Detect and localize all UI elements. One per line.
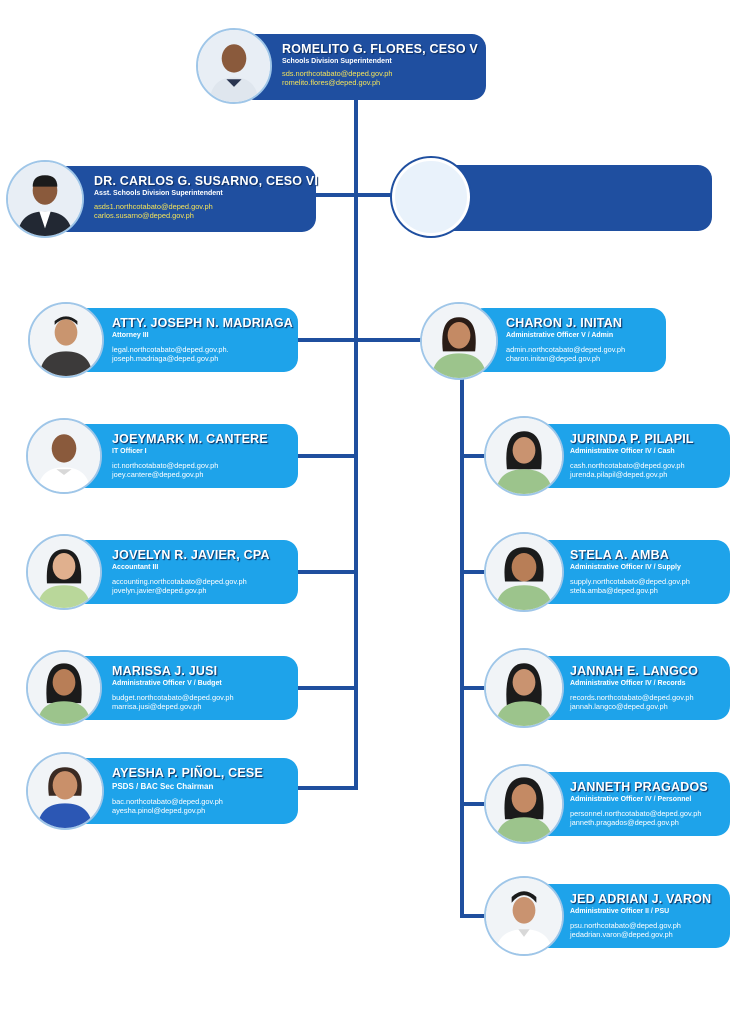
email-office: psu.northcotabato@deped.gov.ph <box>570 921 681 930</box>
email-office: budget.northcotabato@deped.gov.ph <box>112 693 234 702</box>
vacant-position-card <box>428 165 712 231</box>
staff-photo-javier <box>26 534 102 610</box>
staff-photo-madriaga <box>28 302 104 378</box>
connector-admin1 <box>460 454 488 458</box>
email-office: accounting.northcotabato@deped.gov.ph <box>112 577 247 586</box>
person-position: Accountant III <box>112 564 159 571</box>
email-personal: romelito.flores@deped.gov.ph <box>282 78 381 87</box>
email-office: bac.northcotabato@deped.gov.ph <box>112 797 223 806</box>
staff-photo-pinol <box>26 752 104 830</box>
connector-asds <box>290 193 410 197</box>
email-office: asds1.northcotabato@deped.gov.ph <box>94 202 213 211</box>
admin-vertical-connector <box>460 378 464 918</box>
admin-staff-card-varon: JED ADRIAN J. VARON Administrative Offic… <box>528 884 730 948</box>
person-name: JANNETH PRAGADOS <box>570 780 708 794</box>
person-position: Schools Division Superintendent <box>282 58 392 65</box>
connector-admin5 <box>460 914 488 918</box>
main-vertical-connector <box>354 95 358 790</box>
staff-photo-jusi <box>26 650 102 726</box>
email-personal: carlos.susarno@deped.gov.ph <box>94 211 194 220</box>
person-name: ATTY. JOSEPH N. MADRIAGA <box>112 316 293 330</box>
person-position: Administrative Officer IV / Cash <box>570 448 675 455</box>
person-position: Administrative Officer IV / Personnel <box>570 796 692 803</box>
connector-row5 <box>296 786 358 790</box>
person-position: Administrative Officer IV / Supply <box>570 564 681 571</box>
staff-card-javier: JOVELYN R. JAVIER, CPA Accountant III ac… <box>62 540 298 604</box>
person-name: JURINDA P. PILAPIL <box>570 432 694 446</box>
superintendent-card: ROMELITO G. FLORES, CESO V Schools Divis… <box>240 34 486 100</box>
person-position: IT Officer I <box>112 448 147 455</box>
email-personal: ayesha.pinol@deped.gov.ph <box>112 806 206 815</box>
email-personal: jurenda.pilapil@deped.gov.ph <box>570 470 668 479</box>
superintendent-photo <box>196 28 272 104</box>
person-name: JED ADRIAN J. VARON <box>570 892 712 906</box>
staff-card-cantere: JOEYMARK M. CANTERE IT Officer I ict.nor… <box>62 424 298 488</box>
person-name: JOEYMARK M. CANTERE <box>112 432 268 446</box>
admin-staff-photo-amba <box>484 532 564 612</box>
email-personal: jannah.langco@deped.gov.ph <box>570 702 668 711</box>
admin-head-photo <box>420 302 498 380</box>
person-name: DR. CARLOS G. SUSARNO, CESO VI <box>94 174 319 188</box>
email-office: supply.northcotabato@deped.gov.ph <box>570 577 690 586</box>
connector-admin3 <box>460 686 488 690</box>
admin-head-card: CHARON J. INITAN Administrative Officer … <box>470 308 666 372</box>
email-personal: charon.initan@deped.gov.ph <box>506 354 601 363</box>
email-personal: joseph.madriaga@deped.gov.ph <box>112 354 219 363</box>
asst-superintendent-photo <box>6 160 84 238</box>
email-personal: marrisa.jusi@deped.gov.ph <box>112 702 202 711</box>
asst-superintendent-card: DR. CARLOS G. SUSARNO, CESO VI Asst. Sch… <box>52 166 319 232</box>
person-name: AYESHA P. PIÑOL, CESE <box>112 766 264 780</box>
person-name: JANNAH E. LANGCO <box>570 664 699 678</box>
person-position: Administrative Officer II / PSU <box>570 908 670 915</box>
admin-staff-photo-pilapil <box>484 416 564 496</box>
connector-admin2 <box>460 570 488 574</box>
person-name: STELA A. AMBA <box>570 548 670 562</box>
admin-staff-photo-varon <box>484 876 564 956</box>
person-position: Administrative Officer V / Admin <box>506 332 614 339</box>
admin-staff-photo-langco <box>484 648 564 728</box>
connector-row1 <box>296 338 424 342</box>
email-office: cash.northcotabato@deped.gov.ph <box>570 461 685 470</box>
connector-row2 <box>296 454 356 458</box>
email-office: personnel.northcotabato@deped.gov.ph <box>570 809 702 818</box>
person-name: JOVELYN R. JAVIER, CPA <box>112 548 270 562</box>
email-office: legal.northcotabato@deped.gov.ph. <box>112 345 229 354</box>
admin-staff-card-langco: JANNAH E. LANGCO Administrative Officer … <box>528 656 730 720</box>
email-personal: jedadrian.varon@deped.gov.ph <box>570 930 673 939</box>
email-personal: janneth.pragados@deped.gov.ph <box>570 818 679 827</box>
person-name: CHARON J. INITAN <box>506 316 623 330</box>
email-office: sds.northcotabato@deped.gov.ph <box>282 69 393 78</box>
person-position: Administrative Officer V / Budget <box>112 680 222 687</box>
email-office: records.northcotabato@deped.gov.ph <box>570 693 694 702</box>
connector-row3 <box>296 570 356 574</box>
email-office: ict.northcotabato@deped.gov.ph <box>112 461 219 470</box>
person-name: MARISSA J. JUSI <box>112 664 218 678</box>
connector-row4 <box>296 686 356 690</box>
email-office: admin.northcotabato@deped.gov.ph <box>506 345 626 354</box>
person-position: Asst. Schools Division Superintendent <box>94 190 223 197</box>
vacant-photo-placeholder <box>392 158 470 236</box>
person-position: PSDS / BAC Sec Chairman <box>112 782 214 791</box>
person-name: ROMELITO G. FLORES, CESO V <box>282 42 478 56</box>
email-personal: joey.cantere@deped.gov.ph <box>112 470 204 479</box>
person-position: Administrative Officer IV / Records <box>570 680 686 687</box>
staff-photo-cantere <box>26 418 102 494</box>
person-position: Attorney III <box>112 332 149 339</box>
connector-admin4 <box>460 802 488 806</box>
email-personal: jovelyn.javier@deped.gov.ph <box>112 586 207 595</box>
email-personal: stela.amba@deped.gov.ph <box>570 586 658 595</box>
admin-staff-photo-pragados <box>484 764 564 844</box>
staff-card-madriaga: ATTY. JOSEPH N. MADRIAGA Attorney III le… <box>62 308 298 372</box>
